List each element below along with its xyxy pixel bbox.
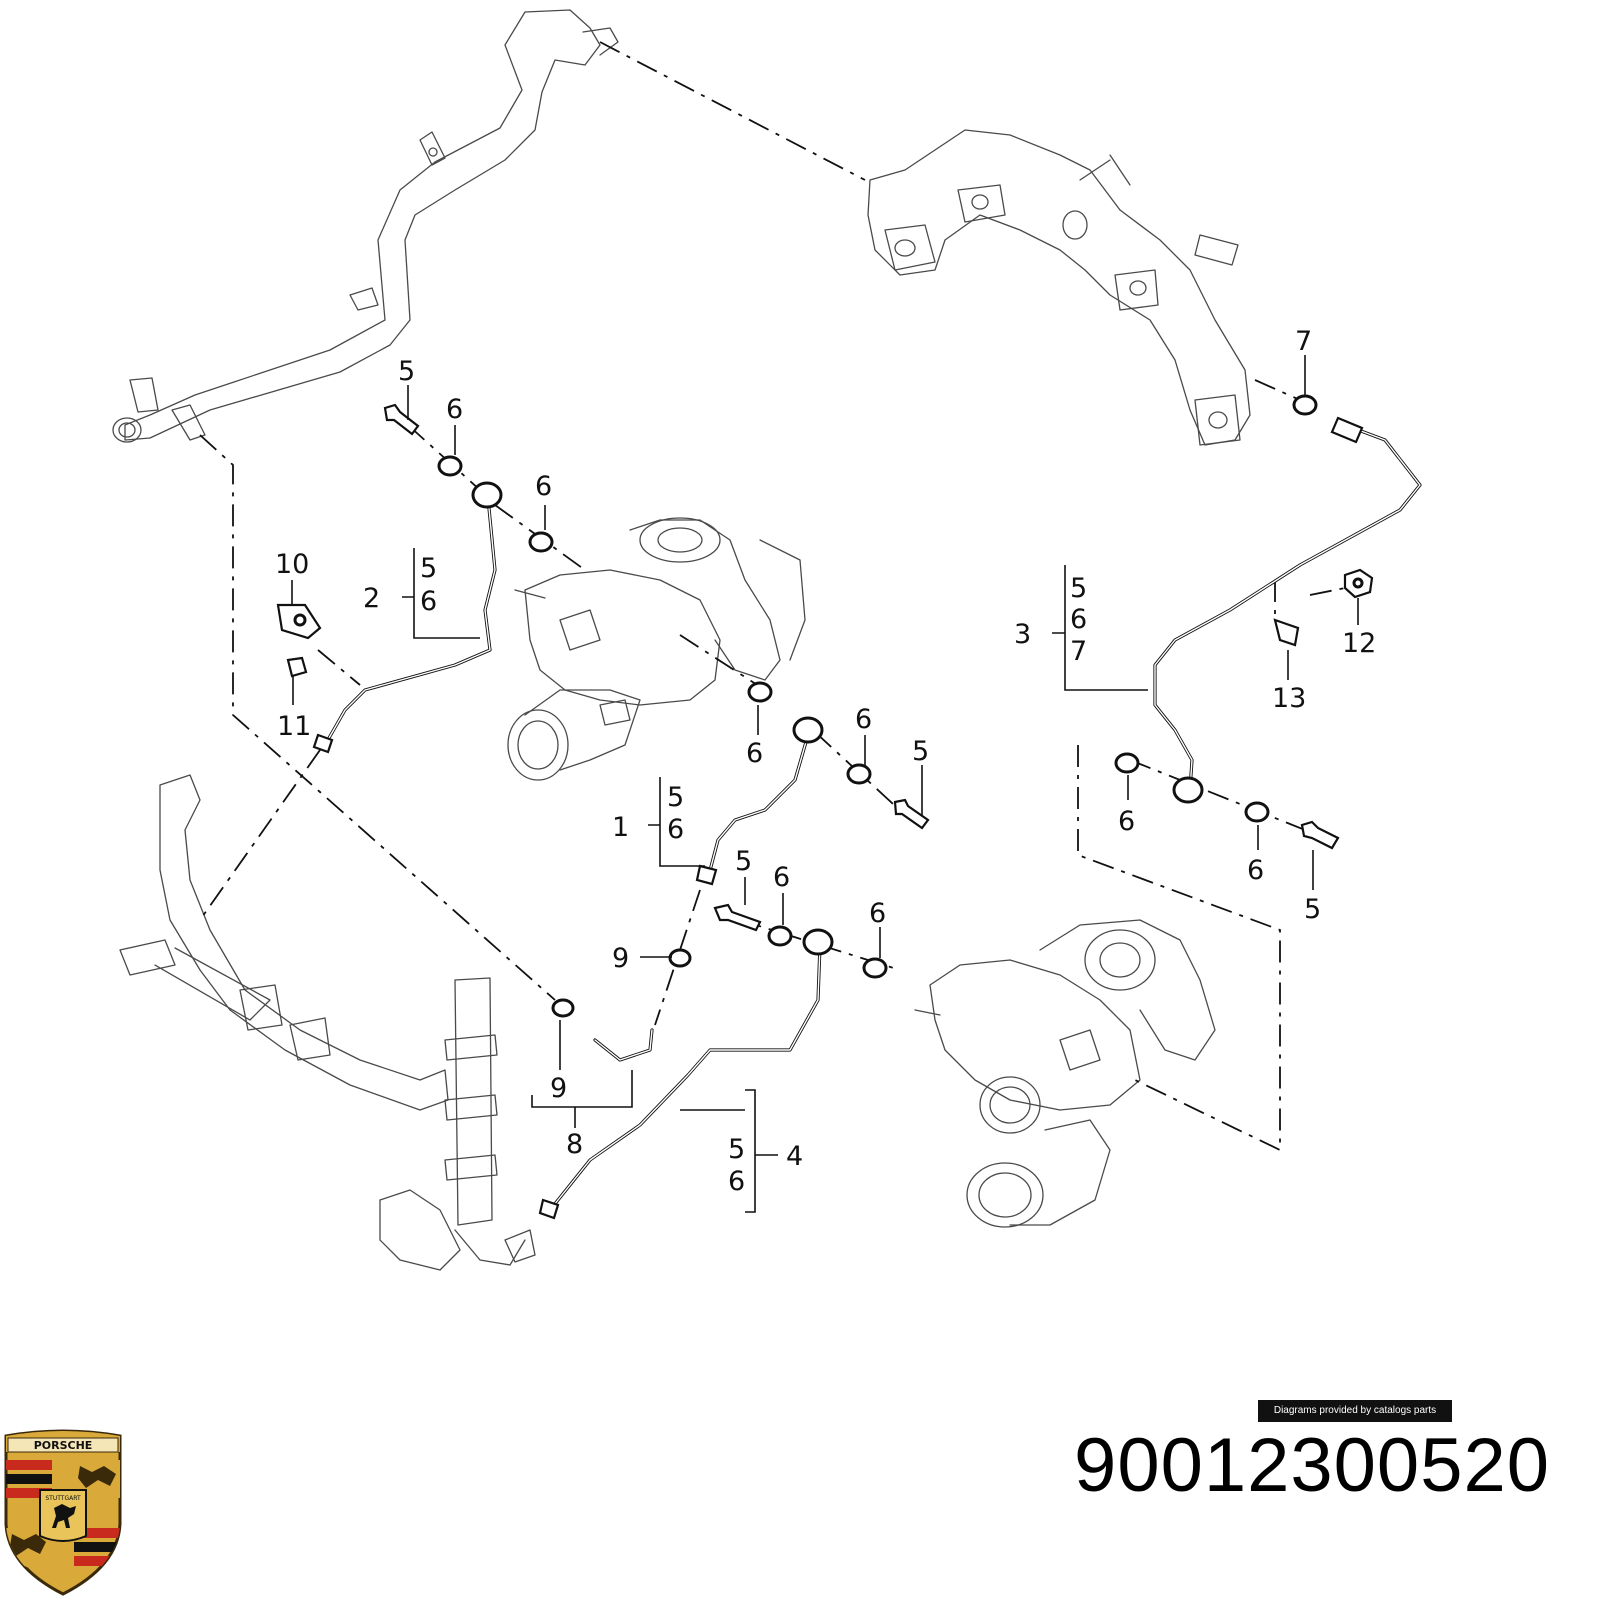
- callout-6: 6: [420, 586, 437, 617]
- oil-line-2: [312, 481, 503, 754]
- callout-6: 6: [1070, 604, 1087, 635]
- callout-6: 6: [855, 704, 872, 735]
- hose-8: [593, 1028, 654, 1062]
- callout-2: 2: [363, 583, 380, 614]
- callout-6: 6: [746, 738, 763, 769]
- washers: [437, 394, 1318, 1018]
- callout-12: 12: [1342, 628, 1376, 659]
- oil-line-3: [1153, 416, 1422, 804]
- callout-8: 8: [566, 1129, 583, 1160]
- callout-labels: 5 6 6 10 5 2 6 11 7 5 6 3 7 12 13 6 5 6 …: [275, 326, 1376, 1197]
- bracket-10: [276, 603, 322, 640]
- diagram-credit: Diagrams provided by catalogs parts: [1258, 1400, 1452, 1422]
- callout-9: 9: [550, 1073, 567, 1104]
- leaders: [291, 355, 1359, 1213]
- callout-6: 6: [728, 1166, 745, 1197]
- callout-5: 5: [420, 553, 437, 584]
- callout-6: 6: [869, 898, 886, 929]
- callout-7: 7: [1295, 326, 1312, 357]
- callout-4: 4: [786, 1141, 803, 1172]
- callout-6: 6: [1247, 855, 1264, 886]
- callout-5: 5: [398, 356, 415, 387]
- oil-line-4: [538, 928, 834, 1220]
- callout-6: 6: [535, 471, 552, 502]
- porsche-crest-logo: PORSCHE STUTTGART: [4, 1429, 122, 1596]
- nut-12: [1343, 568, 1374, 599]
- callout-6: 6: [1118, 806, 1135, 837]
- callout-6: 6: [773, 862, 790, 893]
- bolts: [383, 403, 1340, 932]
- callout-10: 10: [275, 549, 309, 580]
- coolant-hose-lower-ghost: [119, 774, 536, 1271]
- callout-1: 1: [612, 812, 629, 843]
- callout-5: 5: [728, 1134, 745, 1165]
- part-number: 90012300520: [1074, 1423, 1550, 1508]
- svg-text:PORSCHE: PORSCHE: [34, 1439, 93, 1452]
- callout-5: 5: [667, 782, 684, 813]
- callout-3: 3: [1014, 619, 1031, 650]
- turbocharger-upper-ghost: [507, 517, 806, 781]
- callout-9: 9: [612, 943, 629, 974]
- coolant-pipe-upper-ghost: [112, 9, 619, 443]
- callout-5: 5: [1304, 894, 1321, 925]
- callout-5: 5: [735, 846, 752, 877]
- coolant-manifold-ghost: [867, 129, 1251, 446]
- callout-7: 7: [1070, 636, 1087, 667]
- callout-5: 5: [912, 736, 929, 767]
- callout-11: 11: [277, 711, 311, 742]
- callout-6: 6: [667, 814, 684, 845]
- callout-13: 13: [1272, 683, 1306, 714]
- screw-11: [286, 656, 308, 678]
- turbocharger-lower-ghost: [914, 919, 1216, 1228]
- oil-line-1: [695, 716, 824, 886]
- svg-text:STUTTGART: STUTTGART: [45, 1495, 81, 1502]
- clip-13: [1273, 618, 1300, 647]
- callout-6: 6: [446, 394, 463, 425]
- callout-5: 5: [1070, 573, 1087, 604]
